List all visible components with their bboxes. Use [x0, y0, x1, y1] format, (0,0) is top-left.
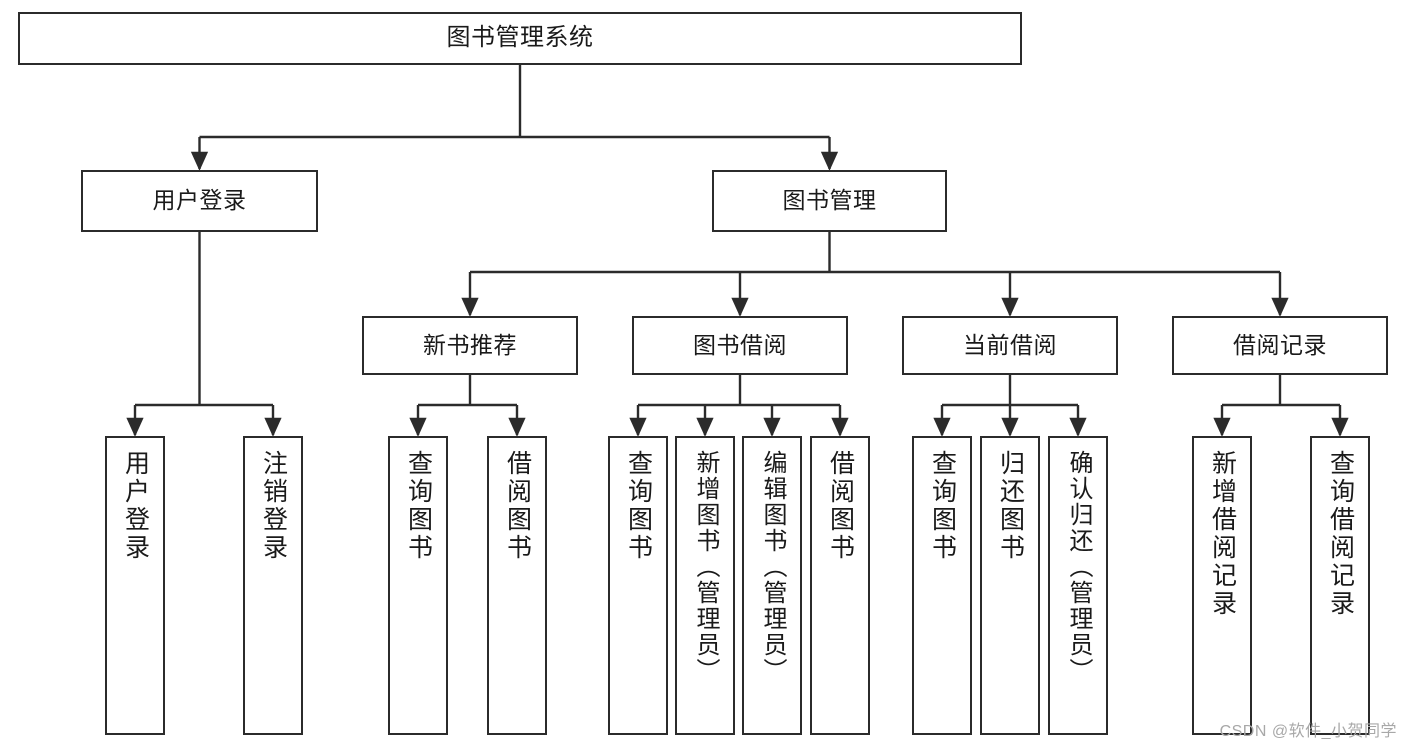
node-leaf-records-add[interactable]: 新增借阅记录: [1192, 436, 1252, 735]
node-leaf-borrow-add[interactable]: 新增图书（管理员）: [675, 436, 735, 735]
node-label: 图书管理系统: [446, 24, 594, 52]
node-leaf-current-return[interactable]: 归还图书: [980, 436, 1040, 735]
node-label: 新增图书（管理员）: [692, 450, 719, 684]
node-label: 查询图书: [624, 450, 653, 562]
node-label: 新增借阅记录: [1208, 450, 1237, 618]
node-bookmgmt[interactable]: 图书管理: [712, 170, 947, 232]
node-leaf-user-login[interactable]: 用户登录: [105, 436, 165, 735]
node-leaf-current-confirm[interactable]: 确认归还（管理员）: [1048, 436, 1108, 735]
node-label: 查询图书: [404, 450, 433, 562]
node-label: 查询图书: [928, 450, 957, 562]
node-label: 查询借阅记录: [1326, 450, 1355, 618]
node-current[interactable]: 当前借阅: [902, 316, 1118, 375]
node-leaf-newbook-borrow[interactable]: 借阅图书: [487, 436, 547, 735]
node-label: 用户登录: [152, 187, 247, 214]
node-newbook[interactable]: 新书推荐: [362, 316, 578, 375]
node-root[interactable]: 图书管理系统: [18, 12, 1022, 65]
node-leaf-borrow-query[interactable]: 查询图书: [608, 436, 668, 735]
node-label: 当前借阅: [963, 331, 1057, 358]
node-login[interactable]: 用户登录: [81, 170, 318, 232]
node-leaf-current-query[interactable]: 查询图书: [912, 436, 972, 735]
node-leaf-newbook-query[interactable]: 查询图书: [388, 436, 448, 735]
node-label: 图书借阅: [693, 331, 787, 358]
node-label: 注销登录: [259, 450, 288, 562]
node-label: 借阅记录: [1233, 331, 1327, 358]
node-leaf-records-query[interactable]: 查询借阅记录: [1310, 436, 1370, 735]
node-label: 归还图书: [996, 450, 1025, 562]
watermark: CSDN @软件_小贺同学: [1219, 723, 1397, 740]
node-leaf-borrow-edit[interactable]: 编辑图书（管理员）: [742, 436, 802, 735]
node-label: 编辑图书（管理员）: [759, 450, 786, 684]
node-label: 图书管理: [782, 187, 877, 214]
node-records[interactable]: 借阅记录: [1172, 316, 1388, 375]
node-borrow[interactable]: 图书借阅: [632, 316, 848, 375]
node-leaf-user-logout[interactable]: 注销登录: [243, 436, 303, 735]
node-label: 新书推荐: [423, 331, 517, 358]
node-label: 借阅图书: [503, 450, 532, 562]
node-label: 用户登录: [121, 450, 150, 562]
node-leaf-borrow-lend[interactable]: 借阅图书: [810, 436, 870, 735]
node-label: 确认归还（管理员）: [1065, 450, 1092, 684]
node-label: 借阅图书: [826, 450, 855, 562]
